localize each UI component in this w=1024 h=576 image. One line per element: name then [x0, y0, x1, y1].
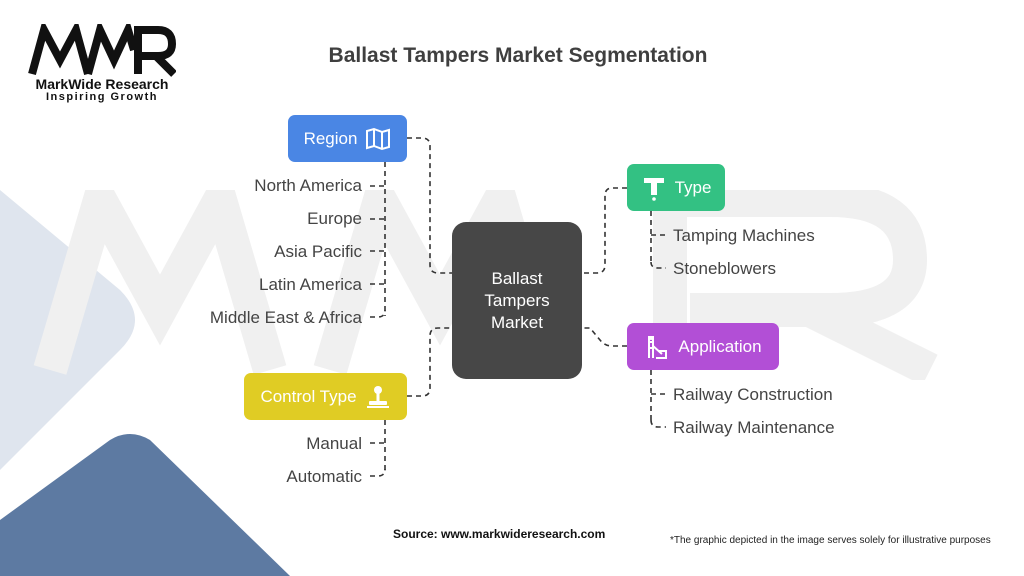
- region-label: Region: [303, 128, 358, 148]
- center-node: Ballast Tampers Market: [452, 222, 582, 379]
- page-title: Ballast Tampers Market Segmentation: [328, 44, 708, 67]
- control-item-manual: Manual: [306, 434, 362, 453]
- source-text: Source: www.markwideresearch.com: [393, 527, 606, 541]
- region-item-asia-pacific: Asia Pacific: [274, 242, 362, 261]
- type-label: Type: [674, 177, 712, 197]
- center-label: Ballast Tampers Market: [484, 268, 550, 332]
- application-item-railway-construction: Railway Construction: [673, 385, 833, 404]
- control-item-automatic: Automatic: [286, 467, 362, 486]
- markwide-logo-icon: [28, 24, 176, 77]
- region-item-north-america: North America: [254, 176, 362, 195]
- construction-icon: [648, 335, 668, 359]
- application-label: Application: [678, 336, 762, 356]
- type-item-stoneblowers: Stoneblowers: [673, 259, 777, 278]
- region-item-latin-america: Latin America: [259, 275, 362, 294]
- control-type-node: Control Type: [244, 373, 407, 420]
- region-item-middle-east-africa: Middle East & Africa: [209, 308, 362, 327]
- map-icon: [366, 127, 391, 150]
- joystick-icon: [366, 385, 389, 408]
- disclaimer-text: *The graphic depicted in the image serve…: [670, 535, 991, 546]
- t-shape-icon: [643, 177, 664, 201]
- type-item-tamping-machines: Tamping Machines: [673, 226, 815, 245]
- control-type-label: Control Type: [260, 386, 357, 406]
- logo-name: MarkWide Research: [35, 76, 169, 92]
- region-item-europe: Europe: [307, 209, 362, 228]
- application-item-railway-maintenance: Railway Maintenance: [673, 418, 835, 437]
- region-node: Region: [288, 115, 407, 162]
- application-node: Application: [627, 323, 779, 370]
- type-node: Type: [627, 164, 725, 211]
- logo-tagline: Inspiring Growth: [46, 91, 158, 103]
